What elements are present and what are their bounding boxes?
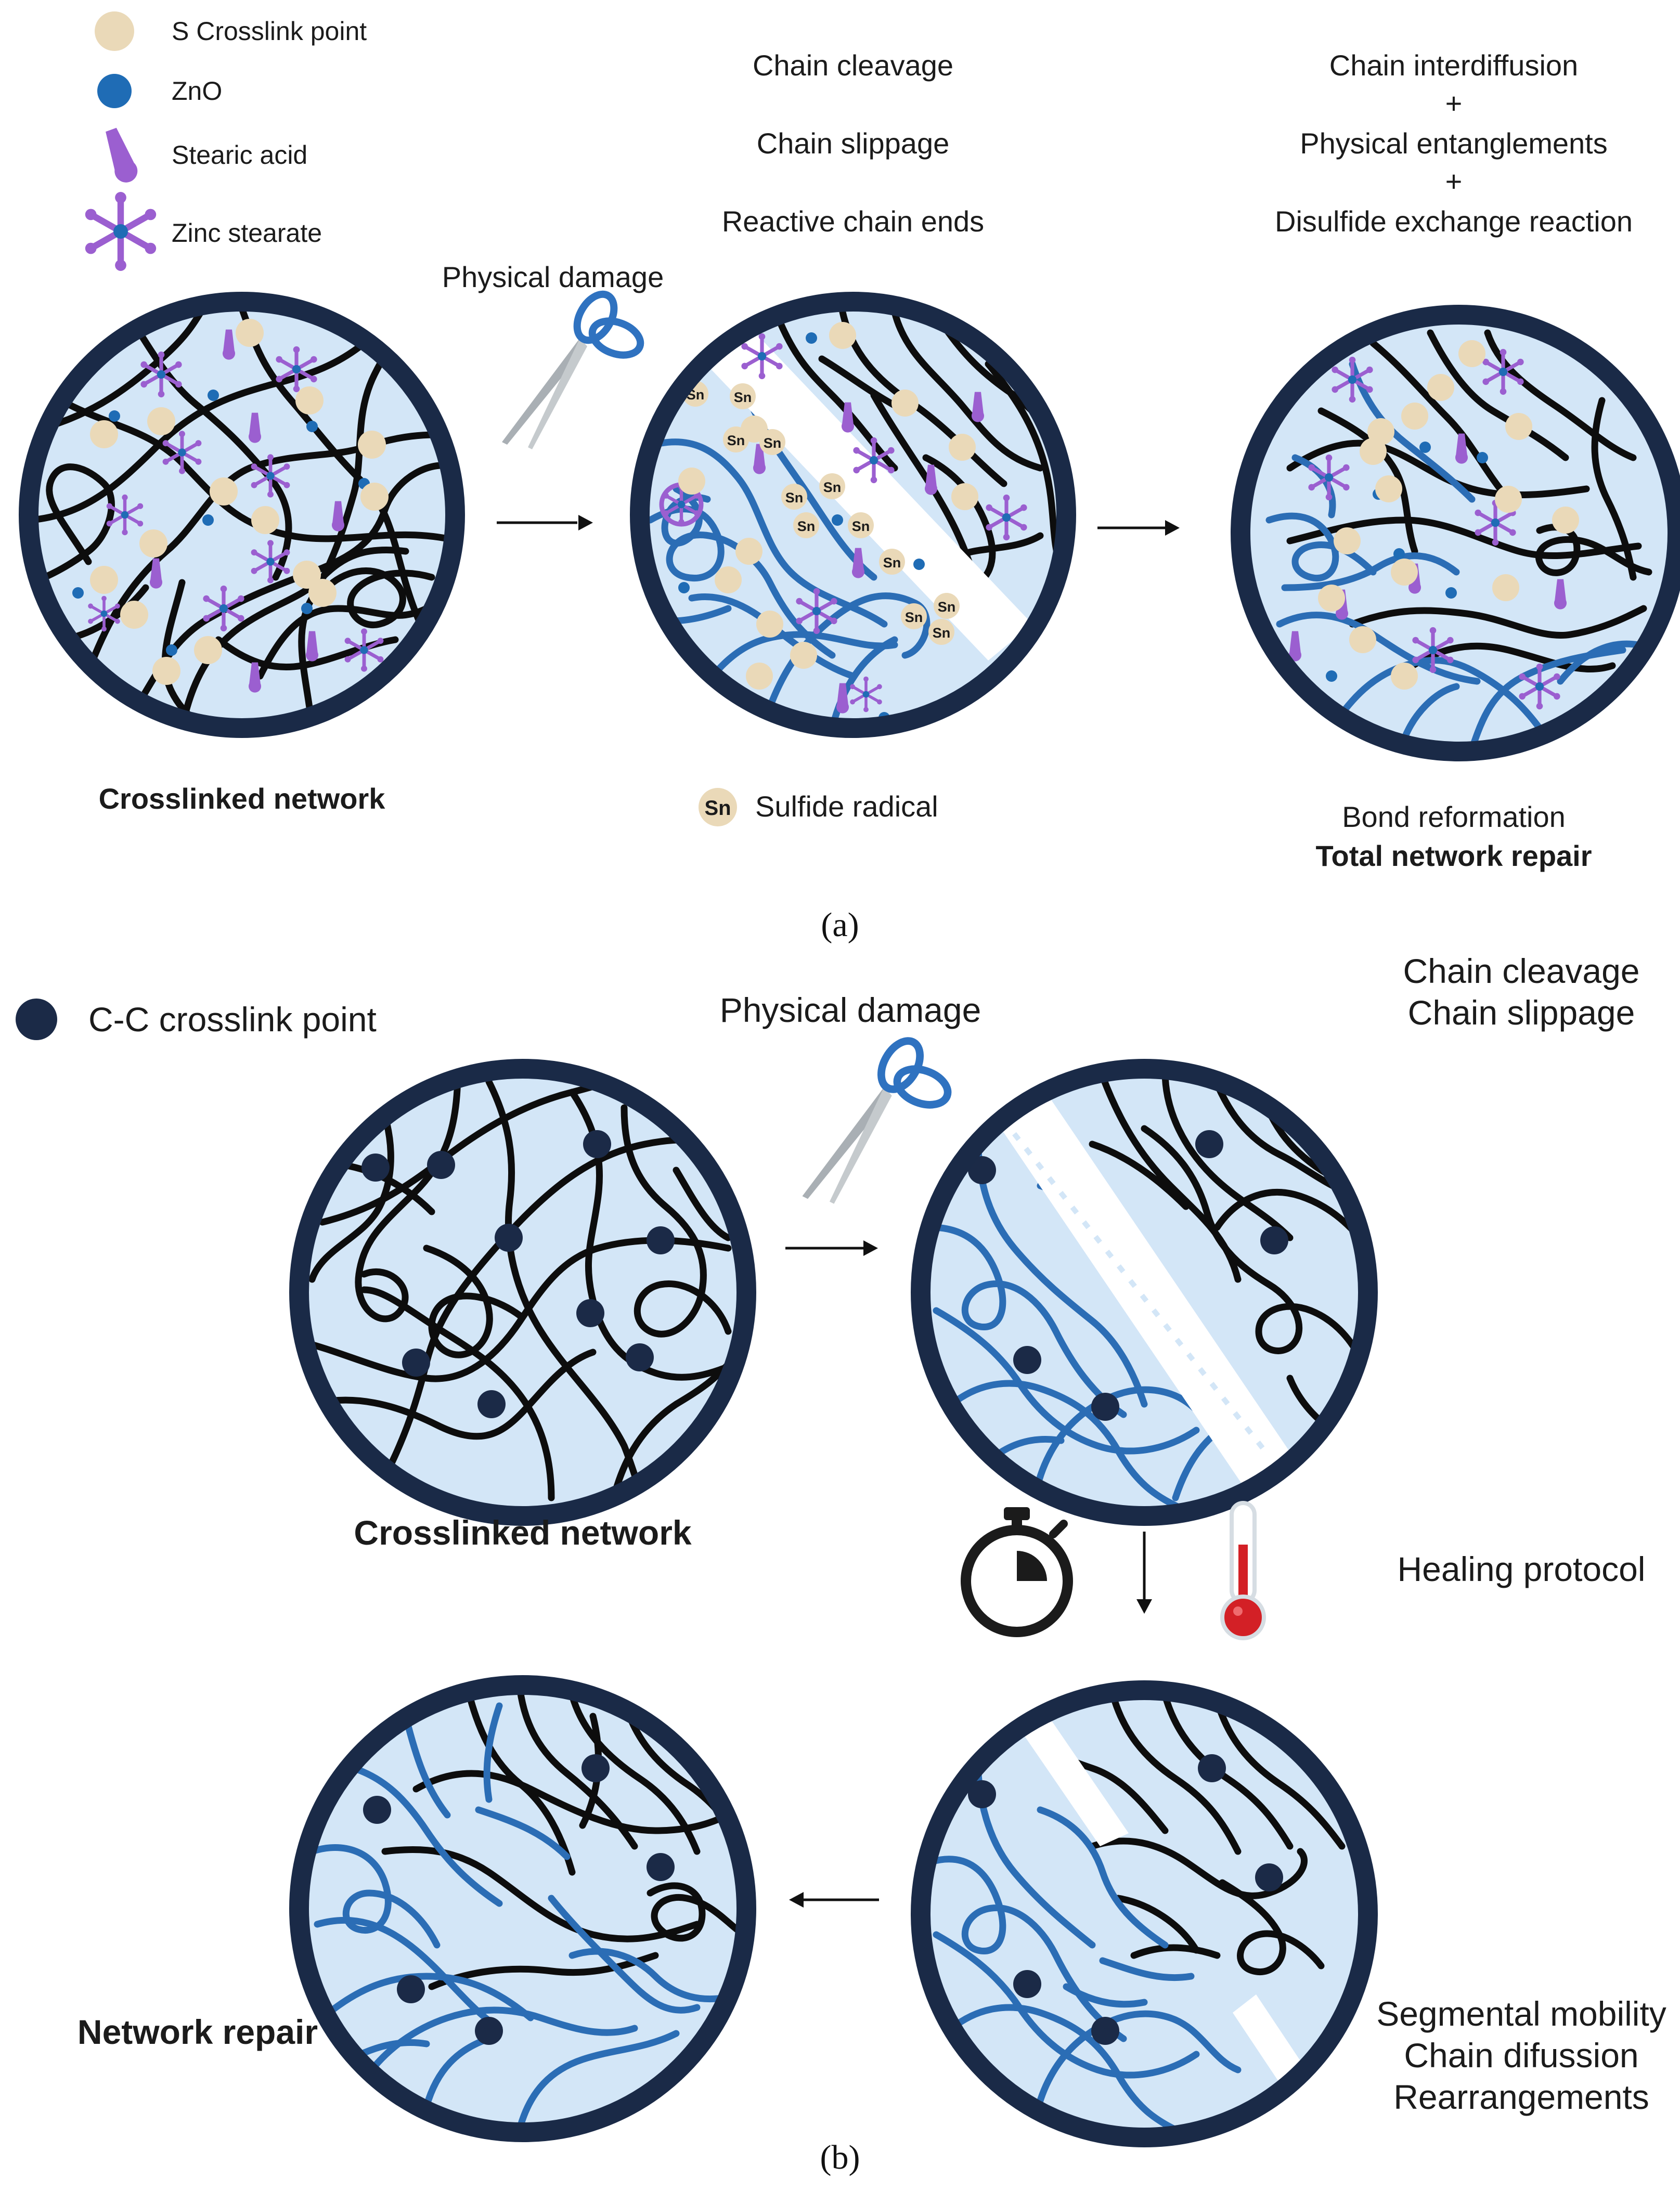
physical-damage-a: Physical damage [442, 261, 664, 293]
arrow-b1-b2-head [863, 1240, 878, 1256]
legend-zno: ZnO [172, 76, 222, 106]
svg-text:Sn: Sn [785, 490, 804, 506]
chain-slippage-b: Chain slippage [1408, 993, 1635, 1032]
legend-a: S Crosslink point ZnO Stearic acid Zinc … [85, 11, 367, 271]
bond-reformation: Bond reformation [1342, 800, 1566, 833]
svg-text:Sn: Sn [883, 555, 901, 571]
svg-text:Sn: Sn [933, 625, 951, 641]
rearrangements: Rearrangements [1393, 2078, 1649, 2116]
arrow-a2-a3-head [1165, 520, 1180, 536]
scissors-icon [803, 1034, 953, 1204]
panel-label-a: (a) [821, 906, 859, 944]
disulfide-exchange: Disulfide exchange reaction [1275, 205, 1633, 238]
circle-b2-damaged [911, 1059, 1378, 1526]
svg-text:Sn: Sn [704, 797, 731, 820]
svg-text:Sn: Sn [797, 519, 816, 534]
healing-protocol: Healing protocol [1398, 1550, 1646, 1588]
physical-damage-b: Physical damage [720, 991, 981, 1029]
crosslinked-network-caption-b: Crosslinked network [354, 1513, 691, 1552]
arrow-a1-a2-head [578, 515, 593, 530]
network-repair-caption: Network repair [77, 2013, 318, 2051]
zinc-stearate-icon [85, 192, 156, 271]
s-crosslink-legend-dot [95, 11, 134, 51]
svg-text:Sn: Sn [905, 610, 923, 625]
chain-difussion: Chain difussion [1404, 2036, 1638, 2075]
circle-b4-healing [911, 1680, 1378, 2147]
circle-b1-crosslinked [289, 1059, 756, 1526]
svg-text:Sn: Sn [764, 435, 782, 451]
circle-a1-crosslinked [19, 292, 465, 738]
cc-crosslink-legend-dot [16, 999, 57, 1040]
legend-s-crosslink: S Crosslink point [172, 17, 367, 46]
total-network-repair: Total network repair [1315, 839, 1592, 872]
arrow-b2-b4-head [1136, 1599, 1152, 1614]
circle-a3-repaired [1231, 305, 1680, 761]
sulfide-radical-legend: Sn Sulfide radical [699, 788, 938, 826]
svg-text:Sn: Sn [938, 599, 956, 615]
stopwatch-icon [961, 1507, 1073, 1637]
circle-b3-network-repair [289, 1675, 756, 2142]
plus-1: + [1445, 87, 1463, 120]
chain-cleavage-b: Chain cleavage [1403, 952, 1640, 990]
chain-interdiffusion: Chain interdiffusion [1329, 49, 1578, 82]
right-mechanisms-a: Chain interdiffusion + Physical entangle… [1275, 49, 1633, 238]
legend-stearic-acid: Stearic acid [172, 140, 307, 170]
sulfide-radical-label: Sulfide radical [755, 790, 938, 823]
reactive-chain-ends-a: Reactive chain ends [722, 205, 984, 238]
stearic-acid-icon [100, 125, 141, 186]
physical-entanglements: Physical entanglements [1300, 127, 1607, 160]
sulfide-radicals-a2: Sn Sn Sn Sn Sn Sn Sn Sn Sn Sn Sn Sn [682, 381, 960, 645]
plus-2: + [1445, 165, 1463, 198]
thermometer-icon [1220, 1501, 1266, 1640]
legend-b: C-C crosslink point [16, 999, 377, 1040]
chain-slippage-a: Chain slippage [757, 127, 949, 160]
arrow-b4-b3-head [789, 1892, 804, 1908]
circle-a2-damaged: Sn Sn Sn Sn Sn Sn Sn Sn Sn Sn Sn Sn [630, 292, 1076, 738]
svg-text:Sn: Sn [727, 433, 745, 448]
zno-legend-dot [97, 74, 132, 108]
scissors-icon [502, 288, 645, 449]
legend-zinc-stearate: Zinc stearate [172, 218, 322, 248]
segmental-mobility: Segmental mobility [1376, 1994, 1666, 2033]
healing-mechanisms-b: Segmental mobility Chain difussion Rearr… [1376, 1994, 1666, 2116]
legend-cc-crosslink: C-C crosslink point [88, 1000, 377, 1039]
svg-text:Sn: Sn [852, 519, 870, 534]
svg-text:Sn: Sn [734, 390, 752, 405]
chain-cleavage-a: Chain cleavage [753, 49, 953, 82]
svg-text:Sn: Sn [823, 480, 842, 495]
crosslinked-network-caption-a: Crosslinked network [99, 782, 386, 815]
panel-label-b: (b) [820, 2139, 860, 2176]
middle-effects-a: Chain cleavage Chain slippage Reactive c… [722, 49, 984, 238]
